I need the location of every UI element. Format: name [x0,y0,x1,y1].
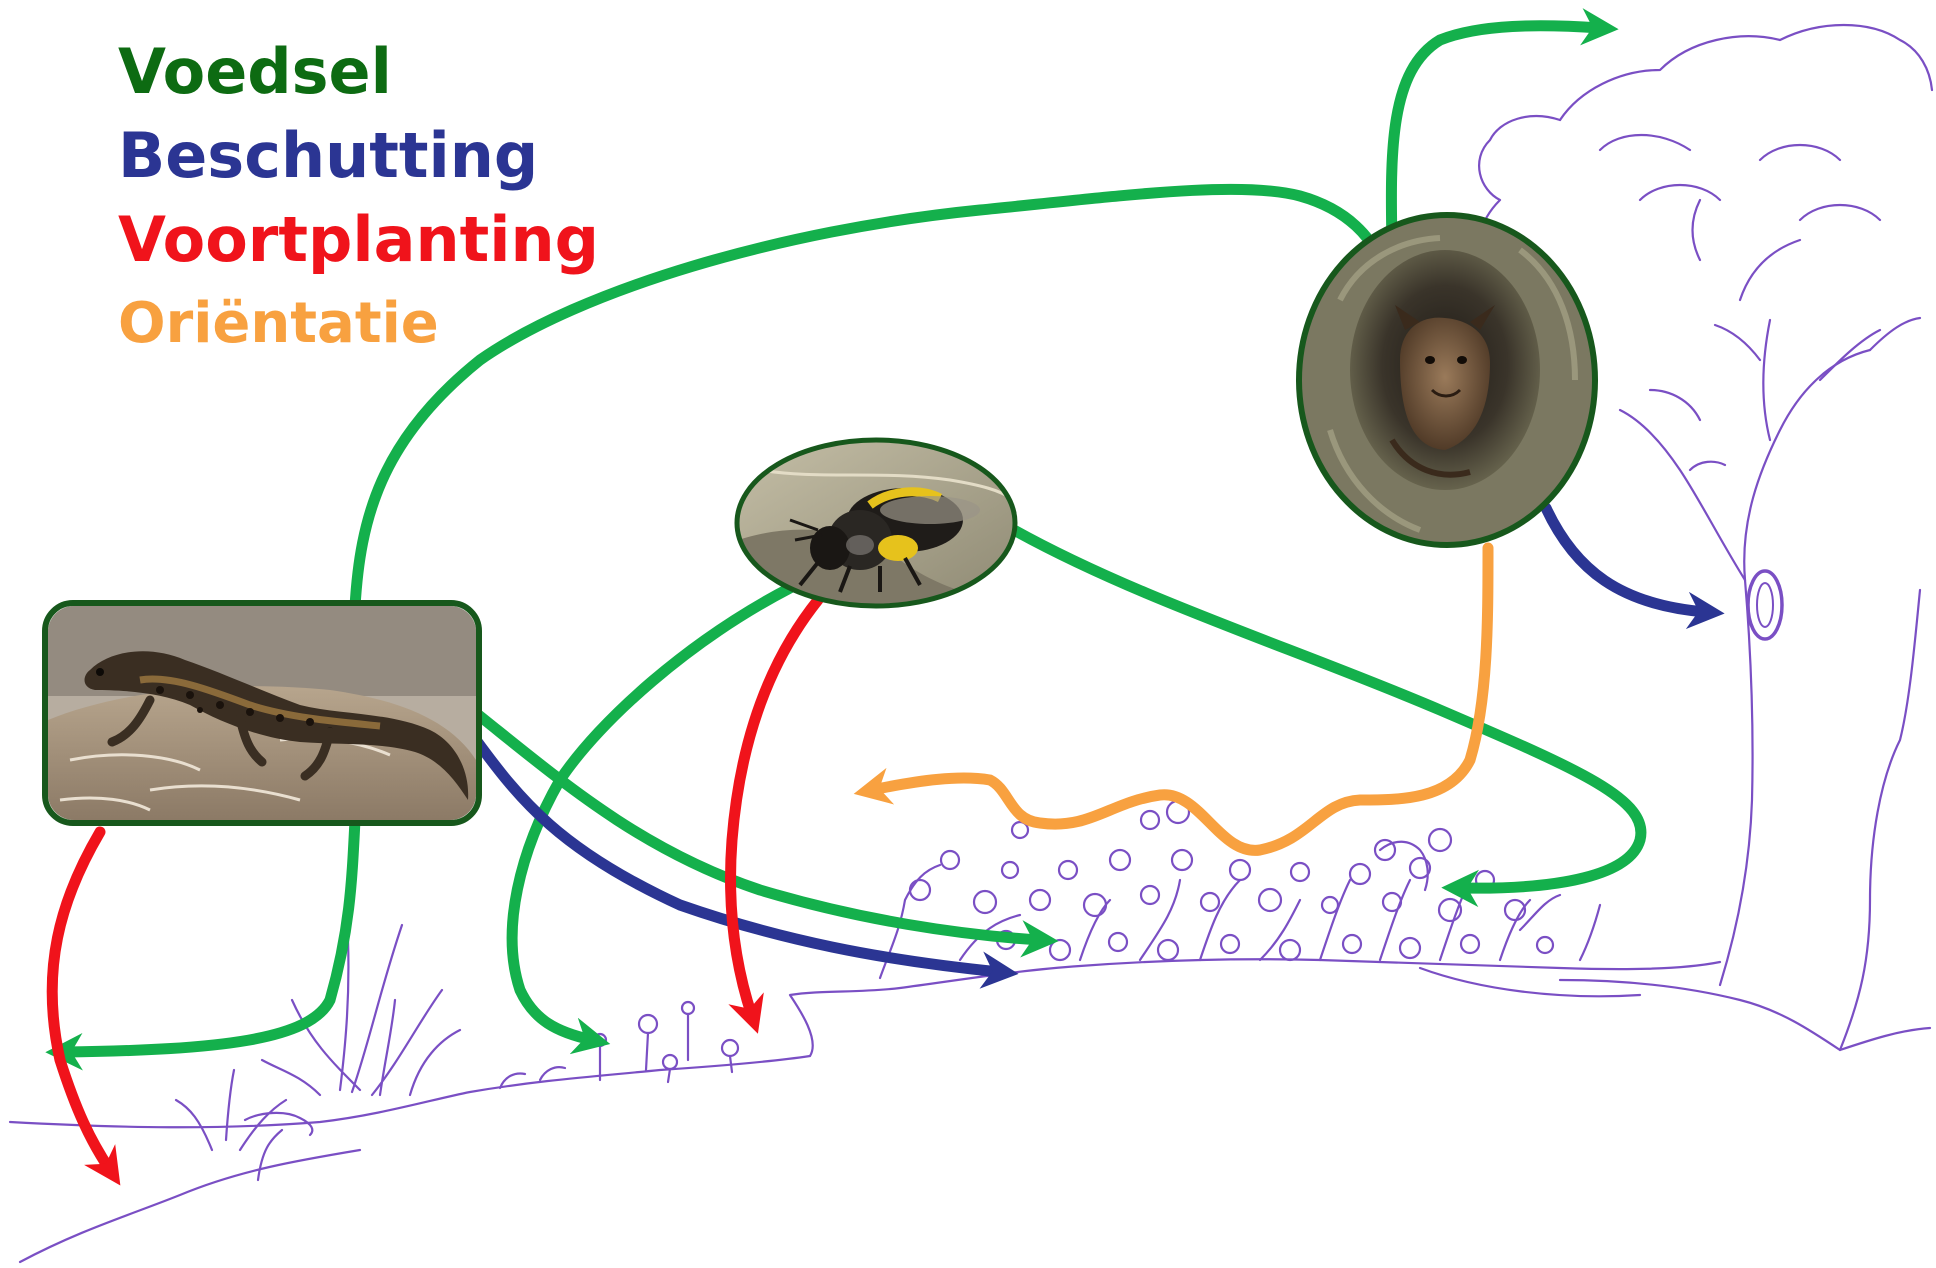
legend-item-voedsel: Voedsel [118,30,599,114]
reproduction-arrow-newt-to-water [52,832,110,1170]
ground-line [10,959,1720,1127]
orientation-arrow-bat [872,548,1488,850]
food-arrow-bat-to-sky [1391,26,1600,245]
bat-photo [1297,215,1597,545]
food-arrow-newt-to-water [64,820,355,1052]
reproduction-arrow-bee-to-ground [731,600,818,1016]
ground-line-lower [20,1150,360,1262]
tree-drawing [1479,25,1932,1050]
bee-photo [737,440,1015,606]
legend-item-voortplanting: Voortplanting [118,198,599,282]
legend-item-beschutting: Beschutting [118,114,599,198]
newt-photo [45,603,479,823]
food-arrow-bee-to-flowers [512,588,790,1040]
grass-left [262,925,460,1095]
legend: Voedsel Beschutting Voortplanting Oriënt… [118,30,599,366]
food-arrow-newt-to-vegetation [476,713,1040,940]
legend-item-orientatie: Oriëntatie [118,282,599,366]
shelter-arrow-bat-to-tree [1546,508,1706,612]
tree-knot-hole [1748,571,1782,639]
food-arrow-bee-to-meadow [1014,530,1641,888]
